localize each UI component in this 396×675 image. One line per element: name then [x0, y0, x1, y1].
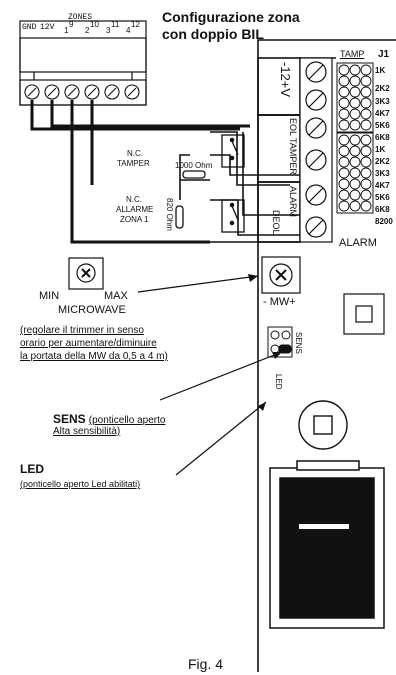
- alarm-value-5: 6K8: [375, 205, 390, 214]
- label-12v: 12V: [40, 23, 55, 32]
- nc-tamper-line2: TAMPER: [117, 159, 150, 168]
- alarm-value-4: 5K6: [375, 193, 390, 202]
- nc-alarm-line1: N.C.: [126, 195, 142, 204]
- battery: [269, 460, 385, 629]
- tamper-switch: [221, 134, 245, 168]
- tamper-resistor: [182, 170, 206, 179]
- nc-tamper-line1: N.C.: [127, 149, 143, 158]
- alarm-led-label: ALARM: [339, 237, 377, 249]
- alarm-value-1: 2K2: [375, 157, 390, 166]
- zone-12: 12: [131, 20, 140, 29]
- alarm-switch: [221, 199, 245, 233]
- alarm-board-label: ALARM: [288, 186, 298, 218]
- tamp-value-1: 2K2: [375, 84, 390, 93]
- led-note-title: LED: [20, 462, 44, 476]
- board-trimmer: [261, 256, 301, 294]
- sens-note-detail: (ponticello aperto: [88, 415, 166, 426]
- terminal-block: [19, 20, 147, 106]
- nc-alarm-line3: ZONA 1: [120, 215, 149, 224]
- sens-note-line2: Alta sensibilità): [53, 426, 121, 437]
- j1-header: J1: [378, 49, 390, 60]
- tamp-value-4: 5K6: [375, 121, 390, 130]
- deol-label: DEOL: [271, 210, 281, 235]
- label-gnd: GND: [22, 23, 37, 32]
- title-line2: con doppio BIL: [162, 26, 264, 42]
- alarm-value-3: 4K7: [375, 181, 390, 190]
- zone-1: 1: [64, 26, 69, 35]
- zone-9: 9: [69, 20, 74, 29]
- figure-label: Fig. 4: [188, 656, 224, 672]
- tamp-value-5: 6K8: [375, 133, 390, 142]
- trimmer-note-line1: (regolare il trimmer in senso: [20, 325, 144, 336]
- alarm-value-0: 1K: [375, 145, 386, 154]
- wires-thin: [179, 131, 305, 243]
- eol-tamper-label: EOL TAMPER: [288, 118, 298, 175]
- arrow-heads: [248, 274, 282, 411]
- sens-board-label: SENS: [294, 332, 303, 354]
- alarm-led: [343, 293, 385, 335]
- alarm-value-2: 3K3: [375, 169, 390, 178]
- power-label: -12+V: [278, 62, 293, 98]
- jumper-frame: [336, 62, 374, 214]
- led-note-line1: (ponticello aperto Led abilitati): [20, 479, 141, 489]
- tamp-value-0: 1K: [375, 66, 386, 75]
- zone-3: 3: [106, 26, 111, 35]
- label-zones: ZONES: [68, 13, 93, 22]
- zone-4: 4: [126, 26, 131, 35]
- trimmer-note-line3: la portata della MW da 0,5 a 4 m): [20, 351, 168, 362]
- mw-label: - MW+: [263, 296, 296, 308]
- led-board-label: LED: [274, 374, 283, 390]
- sens-note-line1: SENS (ponticello aperto: [53, 413, 165, 426]
- trimmer-icon: [68, 257, 104, 290]
- resistor-alarm-label: 820 Ohm: [165, 198, 174, 231]
- lens: [298, 400, 348, 450]
- trimmer-note-line2: orario per aumentare/diminuire: [20, 338, 157, 349]
- board-screws: [299, 57, 333, 243]
- title-line1: Configurazione zona: [162, 9, 300, 25]
- tamp-value-3: 4K7: [375, 109, 390, 118]
- nc-alarm-line2: ALLARME: [116, 205, 154, 214]
- trimmer-microwave: MICROWAVE: [58, 304, 126, 316]
- trimmer-min: MIN: [39, 290, 60, 302]
- alarm-resistor: [175, 205, 184, 229]
- zone-10: 10: [90, 20, 99, 29]
- tamp-value-2: 3K3: [375, 97, 390, 106]
- wires: [30, 100, 250, 244]
- sens-note-title: SENS: [53, 412, 86, 426]
- zone-11: 11: [111, 20, 120, 29]
- jumper-pins: [338, 64, 372, 212]
- pointer-arrows: [137, 275, 283, 476]
- terminal-screws: [24, 84, 140, 100]
- trimmer-max: MAX: [104, 290, 128, 302]
- sens-jumper: [267, 326, 293, 358]
- resistor-tamper-label: 1000 Ohm: [175, 161, 213, 170]
- alarm-value-6: 8200: [375, 217, 393, 226]
- tamp-header: TAMP: [340, 49, 365, 59]
- zone-2: 2: [85, 26, 90, 35]
